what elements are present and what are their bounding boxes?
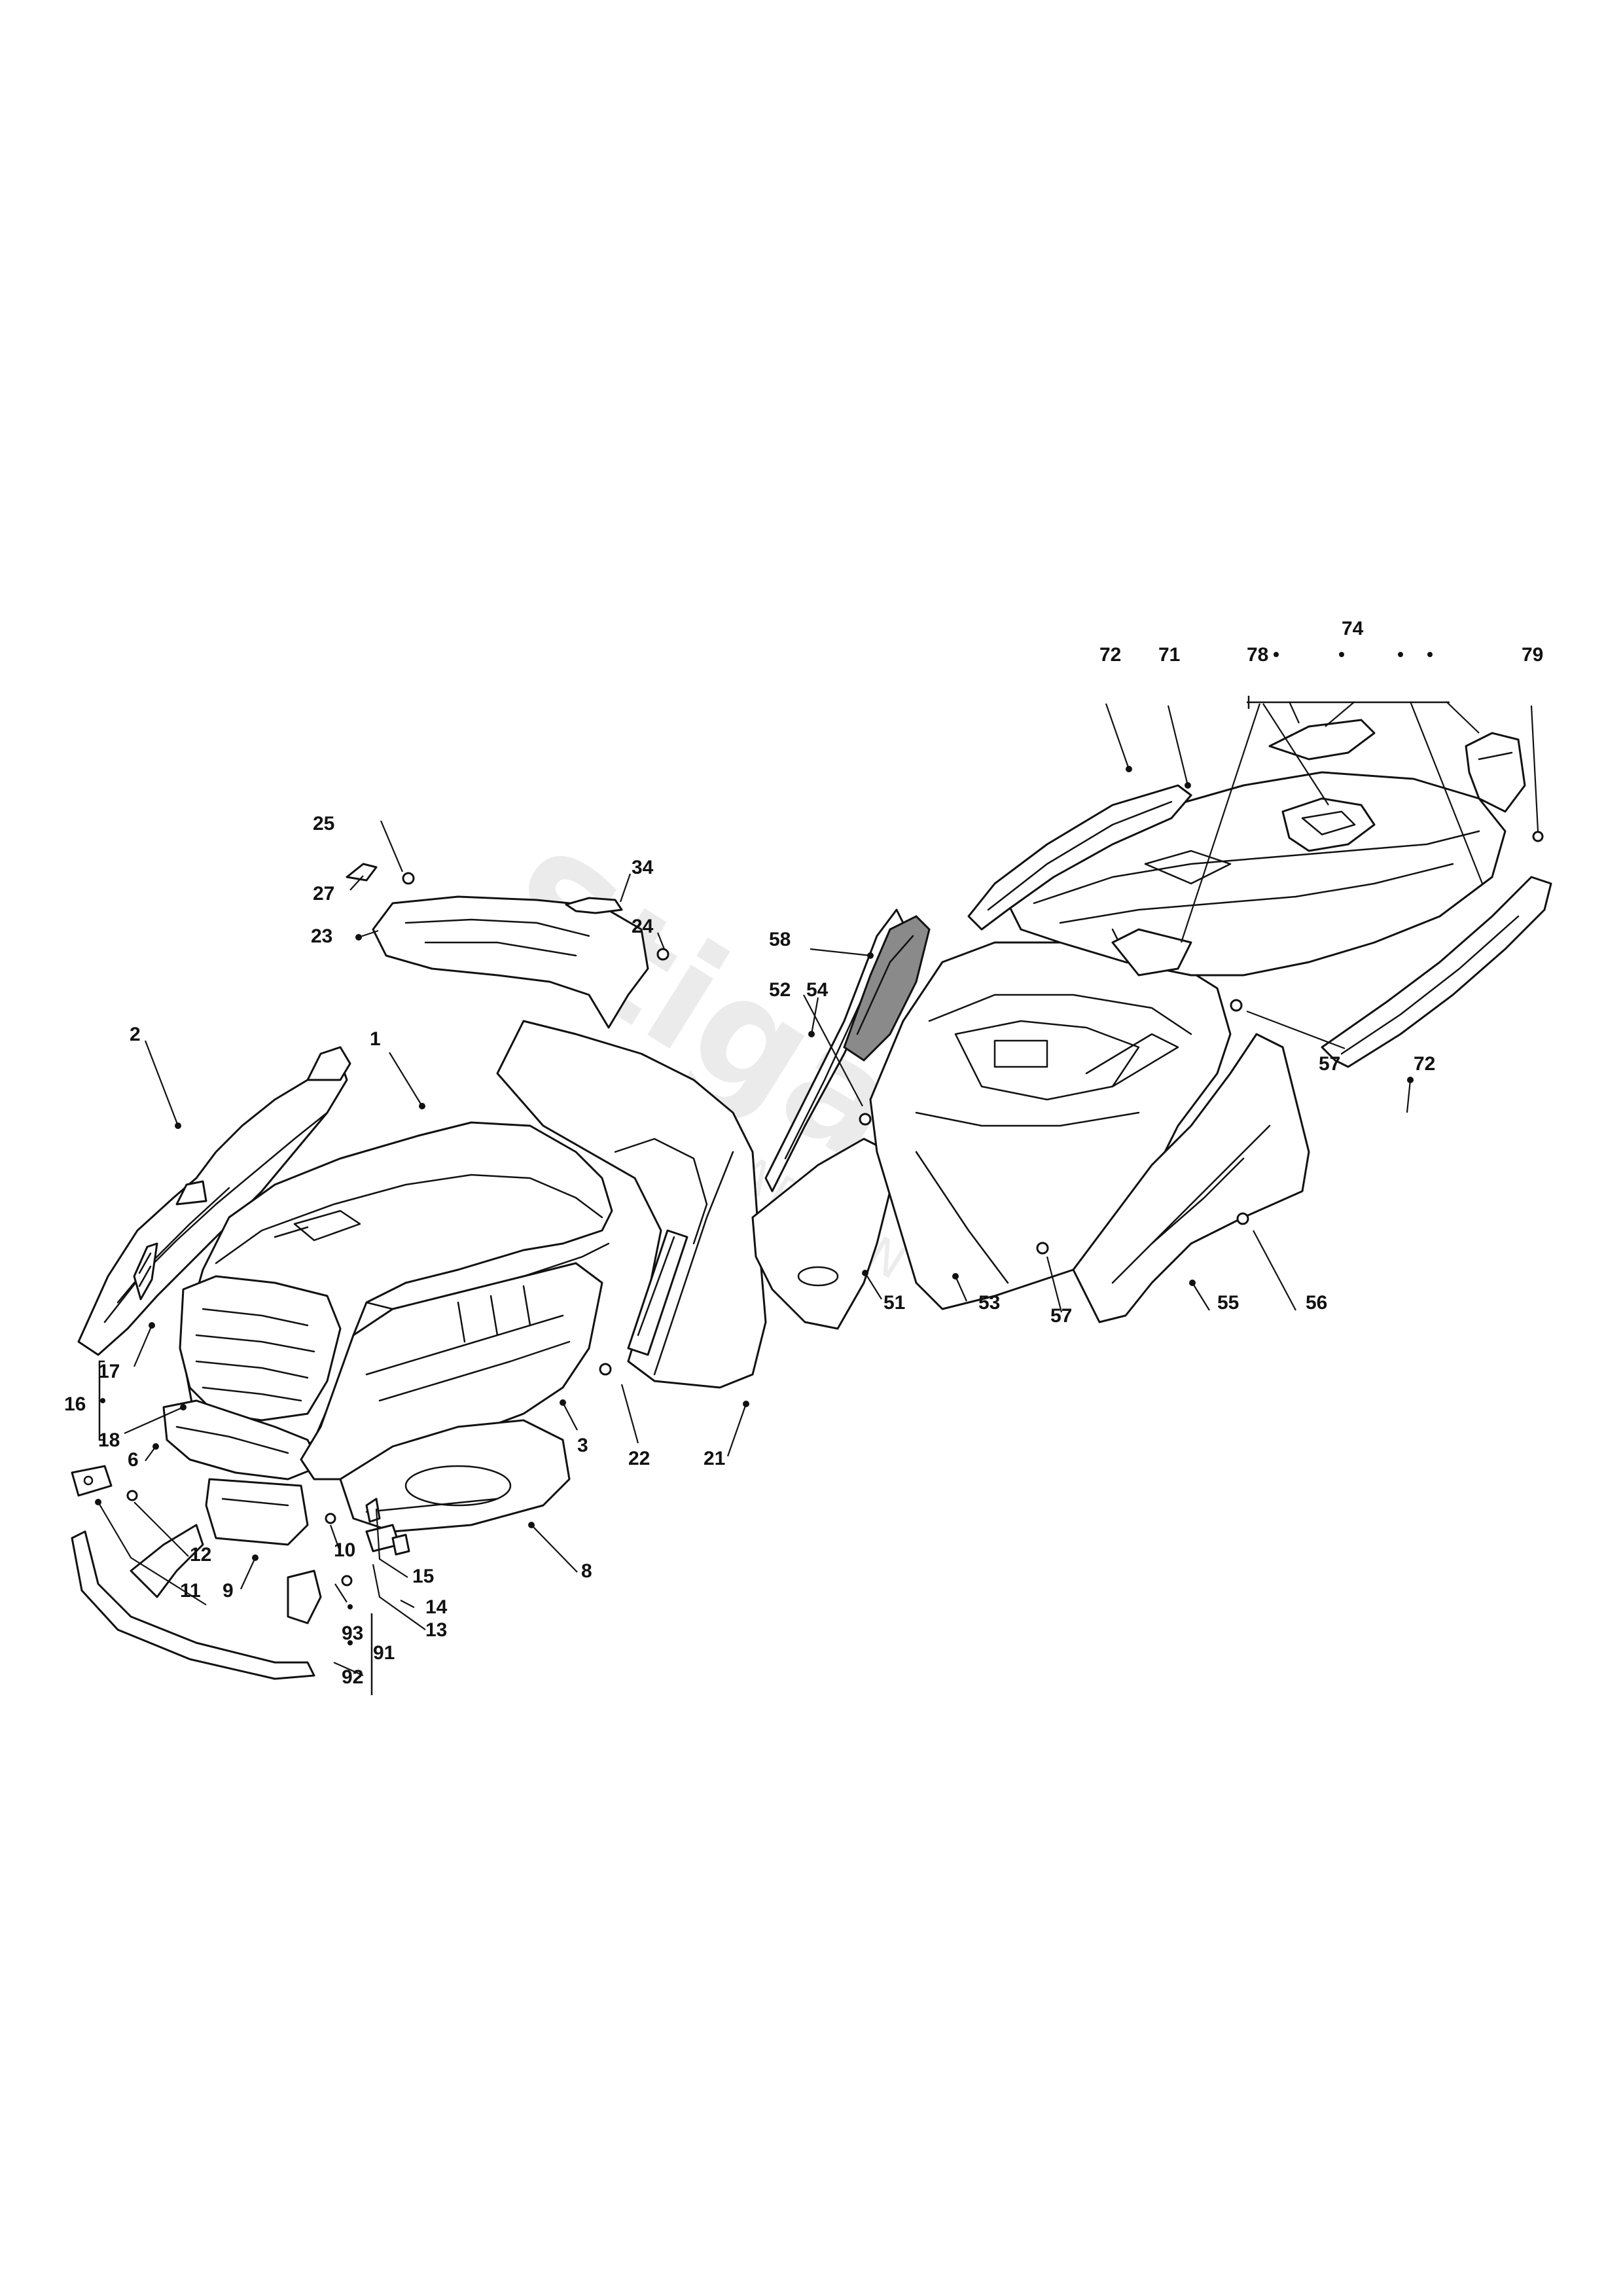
callout-24: 24 [632, 916, 654, 937]
callout-3: 3 [577, 1435, 588, 1456]
part-floor-plate [339, 1419, 571, 1533]
callout-22: 22 [628, 1448, 650, 1469]
part-rear-top-cover [1007, 771, 1507, 977]
fasteners [126, 831, 1544, 1587]
callout-91: 91 [373, 1642, 395, 1664]
callout-6: 6 [128, 1449, 139, 1471]
callout-13: 13 [425, 1619, 447, 1641]
part-rear-strip-72b [1321, 876, 1552, 1068]
callout-10: 10 [334, 1539, 355, 1561]
callout-57b: 57 [1319, 1053, 1340, 1075]
leader-lines [95, 701, 1539, 1677]
callout-54: 54 [806, 979, 829, 1001]
callout-71: 71 [1158, 644, 1180, 666]
callout-72b: 72 [1414, 1053, 1435, 1075]
part-footplate-51 [751, 1138, 891, 1330]
group-brackets [98, 696, 1450, 1695]
callout-79: 79 [1522, 644, 1543, 666]
callout-72a: 72 [1099, 644, 1121, 666]
callout-12: 12 [190, 1544, 211, 1566]
callout-93: 93 [342, 1623, 363, 1644]
part-rear-strip-72a [967, 784, 1192, 931]
part-decal-34 [565, 897, 623, 914]
part-emblem-78 [1281, 797, 1376, 852]
callout-17: 17 [98, 1361, 120, 1382]
callout-27: 27 [313, 883, 334, 905]
callout-55: 55 [1217, 1292, 1239, 1314]
callout-51: 51 [883, 1292, 905, 1314]
callout-18: 18 [98, 1429, 120, 1451]
part-bonnet [162, 1121, 613, 1480]
callout-57a: 57 [1050, 1305, 1072, 1327]
callout-1: 1 [370, 1028, 381, 1050]
part-rear-fender-55 [1072, 1033, 1310, 1323]
callout-8: 8 [581, 1560, 592, 1582]
callout-labels: 1 2 3 6 8 9 10 11 12 13 14 15 16 17 18 2… [64, 618, 1543, 1688]
callout-14: 14 [425, 1596, 448, 1618]
part-grille-left [133, 1242, 158, 1300]
group-dots [100, 652, 1433, 1645]
callout-53: 53 [978, 1292, 1000, 1314]
part-dashboard-side [496, 1020, 767, 1389]
part-bumper-bracket [205, 1478, 309, 1546]
part-dash-top [372, 895, 649, 1029]
part-bracket-plate [71, 1465, 113, 1497]
part-hinge-74 [1268, 719, 1376, 761]
callout-15: 15 [412, 1566, 434, 1587]
part-bumper-bar [71, 1524, 322, 1680]
callout-52: 52 [769, 979, 791, 1001]
callout-58: 58 [769, 929, 791, 950]
callout-74: 74 [1342, 618, 1364, 639]
callout-25: 25 [313, 813, 334, 834]
callout-11: 11 [180, 1580, 201, 1602]
callout-56: 56 [1306, 1292, 1327, 1314]
callout-34: 34 [632, 857, 654, 878]
part-side-trim-58 [843, 915, 931, 1062]
callout-23: 23 [311, 925, 332, 947]
callout-92: 92 [342, 1666, 363, 1688]
callout-2: 2 [130, 1024, 141, 1045]
part-rear-body [869, 941, 1232, 1310]
callout-9: 9 [223, 1580, 234, 1602]
callout-16: 16 [64, 1393, 86, 1415]
callout-78: 78 [1247, 644, 1268, 666]
callout-21: 21 [704, 1448, 725, 1469]
part-side-piece-79 [1465, 732, 1526, 813]
part-lower-cover [300, 1262, 603, 1480]
